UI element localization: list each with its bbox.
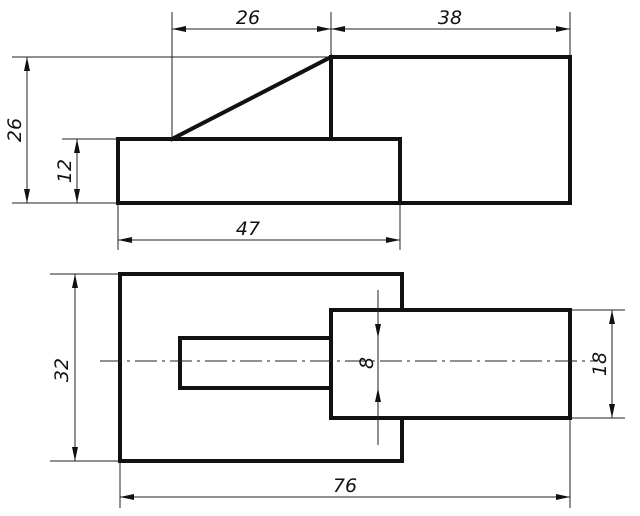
dimension-12-height: 12: [54, 139, 80, 203]
dimension-18-boss: 18: [589, 310, 615, 418]
front-slope-edge: [169, 54, 334, 142]
dim-label: 12: [54, 159, 76, 183]
dimension-32-width: 32: [51, 274, 78, 461]
top-body-outline: [118, 272, 404, 463]
dim-label: 18: [589, 352, 611, 376]
top-boss-outline: [400, 308, 572, 420]
front-base-outline: [116, 137, 402, 205]
dim-label: 26: [236, 7, 260, 29]
dimension-26-top: 26: [172, 7, 331, 32]
front-upper-outline: [329, 55, 572, 205]
dim-label: 38: [438, 7, 462, 29]
top-view: 32 8 18 76: [50, 272, 625, 508]
dim-label: 76: [333, 475, 357, 497]
top-slot-outline: [178, 336, 333, 390]
dim-label: 8: [356, 357, 378, 369]
front-view: 26 38 26 12 47: [4, 7, 572, 250]
dimension-47-length: 47: [118, 218, 400, 243]
dim-label: 32: [51, 358, 73, 382]
dimension-26-height: 26: [4, 57, 30, 203]
dim-label: 47: [236, 218, 260, 240]
dimension-38-top: 38: [331, 7, 570, 32]
dimension-8-slot: 8: [356, 290, 381, 445]
dimension-76-length: 76: [120, 475, 570, 500]
dim-label: 26: [4, 118, 26, 142]
